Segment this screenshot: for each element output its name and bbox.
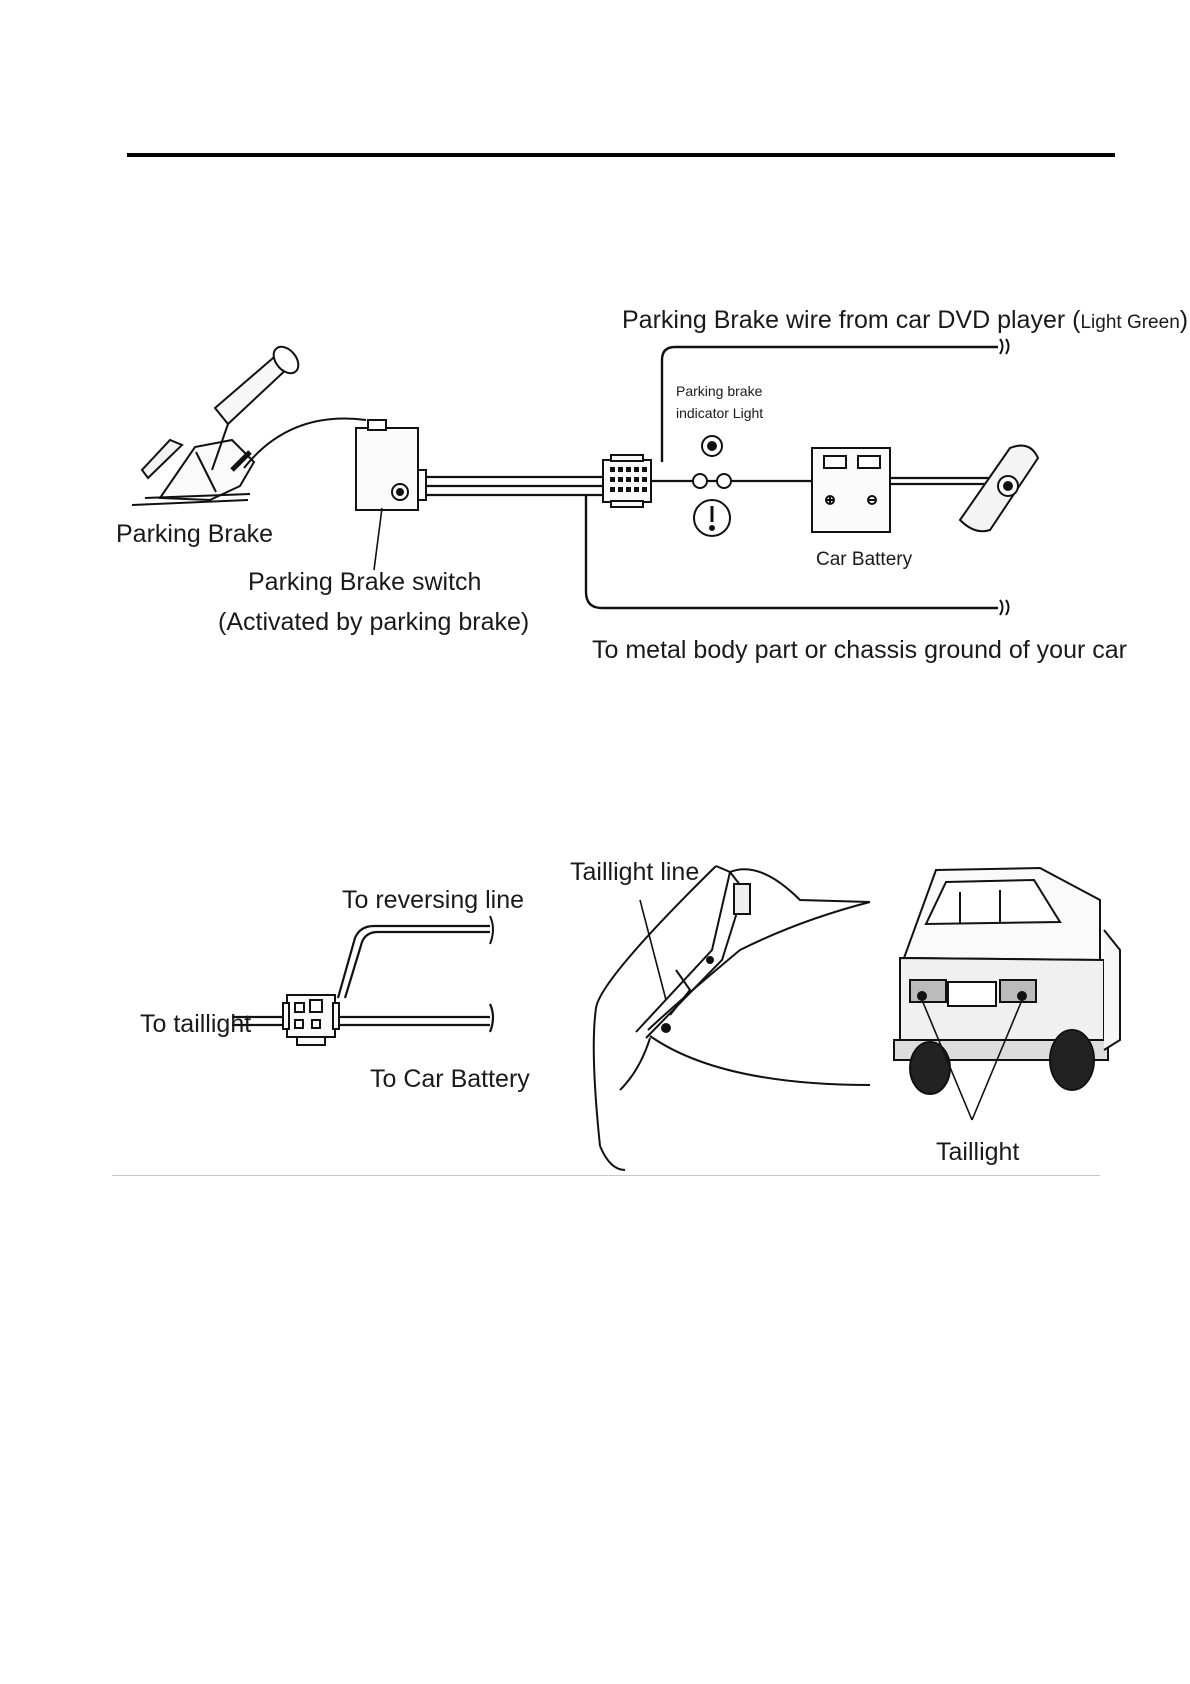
dvd-wire-color: Light Green (1080, 312, 1179, 333)
ground-wire-break-mark (1000, 600, 1009, 615)
car-battery-illustration (812, 448, 890, 532)
car-battery-label: Car Battery (816, 549, 913, 570)
chassis-ground-illustration (960, 446, 1038, 532)
parking-brake-label: Parking Brake (116, 520, 273, 548)
to-car-battery-label: To Car Battery (370, 1065, 530, 1093)
taillight-label: Taillight (936, 1138, 1019, 1166)
indicator-label-line1: Parking brake (676, 383, 763, 399)
car-rear-illustration (894, 868, 1120, 1094)
switch-label-line2: (Activated by parking brake) (218, 608, 529, 636)
ground-label: To metal body part or chassis ground of … (592, 636, 1127, 664)
taillight-relay-illustration (283, 995, 339, 1045)
switch-label-line1: Parking Brake switch (248, 568, 481, 596)
bottom-rule (112, 1175, 1100, 1176)
chassis-wires (890, 478, 990, 484)
taillight-wiring-diagram: To reversing line To taillight To Car Ba… (0, 840, 1190, 1180)
dvd-wire-close: ) (1180, 306, 1188, 334)
reversing-wire-outer (338, 926, 490, 998)
taillight-line-pointer (640, 900, 666, 1000)
reversing-break-mark (490, 916, 493, 944)
parking-brake-indicator-light (693, 436, 731, 536)
brake-cable (244, 419, 366, 468)
switch-pointer-line (374, 508, 382, 570)
svg-text:Parking Brake wire from car DV: Parking Brake wire from car DVD player (… (622, 306, 1188, 334)
hand-brake-lever-illustration (132, 342, 303, 505)
indicator-label-line2: indicator Light (676, 405, 763, 421)
parking-brake-wiring-diagram: Parking Brake wire from car DVD player (… (0, 0, 1190, 700)
parking-brake-switch-illustration (356, 420, 426, 510)
trunk-illustration (594, 866, 870, 1170)
dvd-wire-break-mark (1000, 339, 1009, 354)
reversing-wire (345, 932, 490, 998)
taillight-line-label: Taillight line (570, 858, 699, 886)
taillight-battery-wires (232, 1004, 493, 1032)
dvd-wire-label: Parking Brake wire from car DVD player ( (622, 306, 1081, 334)
reversing-line-label: To reversing line (342, 886, 524, 914)
switch-wires (426, 477, 603, 495)
ground-wire (586, 495, 998, 608)
wire-connector-illustration (603, 455, 651, 507)
to-taillight-label: To taillight (140, 1010, 251, 1038)
